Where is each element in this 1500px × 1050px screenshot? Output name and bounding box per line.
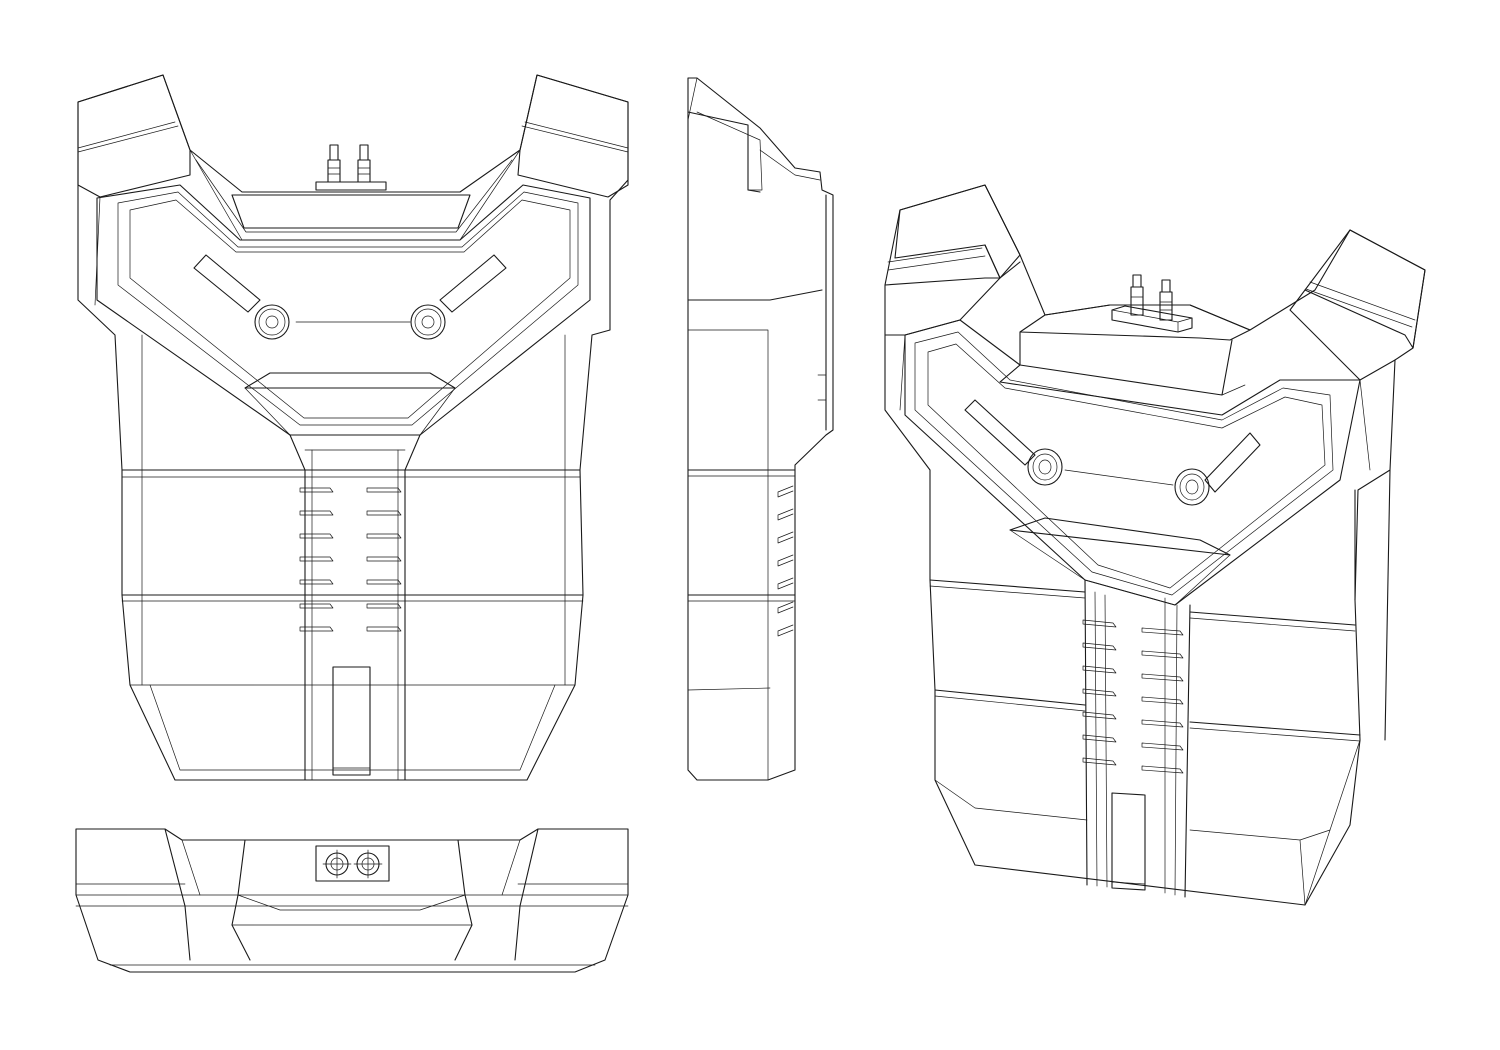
front-vents-right	[366, 487, 402, 632]
top-nozzle-left-icon	[322, 849, 352, 879]
top-connector-plate	[315, 845, 390, 882]
front-chevron-frame	[96, 184, 591, 436]
side-view	[687, 77, 834, 781]
persp-seam-lower	[934, 689, 1361, 736]
front-slot-left	[193, 254, 261, 313]
front-shoulder-left	[77, 74, 191, 198]
front-bolt-left-icon	[254, 304, 290, 340]
front-view	[77, 74, 629, 781]
persp-slot-left	[964, 399, 1036, 466]
front-bolt-right-icon	[410, 304, 446, 340]
persp-nozzles-icon	[1111, 274, 1193, 333]
top-nozzle-right-icon	[353, 849, 383, 879]
persp-neck-block	[1019, 304, 1251, 341]
persp-shoulder-left	[894, 184, 1021, 279]
front-spine-channel	[289, 434, 306, 781]
persp-spine-channel	[1084, 579, 1191, 898]
persp-bolt-right-icon	[1174, 468, 1210, 506]
front-chest-plate	[244, 372, 456, 389]
front-outline	[77, 74, 629, 781]
front-vents-left	[299, 487, 334, 632]
persp-seam-upper	[929, 579, 1356, 626]
front-slot-right	[439, 254, 507, 313]
persp-chevron-frame	[904, 319, 1361, 606]
front-bottom-slot	[332, 666, 371, 776]
side-outline	[687, 77, 834, 781]
front-neck-plate	[231, 194, 471, 229]
top-outline	[75, 828, 629, 973]
persp-slot-right	[1204, 432, 1261, 493]
persp-outline	[884, 184, 1426, 906]
persp-chest-plate	[1009, 517, 1231, 556]
persp-bottom-slot	[1111, 792, 1146, 891]
front-nozzles-icon	[315, 144, 387, 191]
front-shoulder-right	[517, 74, 629, 198]
perspective-view	[884, 184, 1426, 906]
side-vents	[777, 485, 794, 637]
top-view	[75, 828, 629, 973]
persp-vents-left	[1082, 619, 1117, 766]
persp-vents-right	[1141, 627, 1184, 774]
persp-shoulder-right	[1304, 229, 1426, 349]
persp-bolt-left-icon	[1027, 448, 1063, 486]
